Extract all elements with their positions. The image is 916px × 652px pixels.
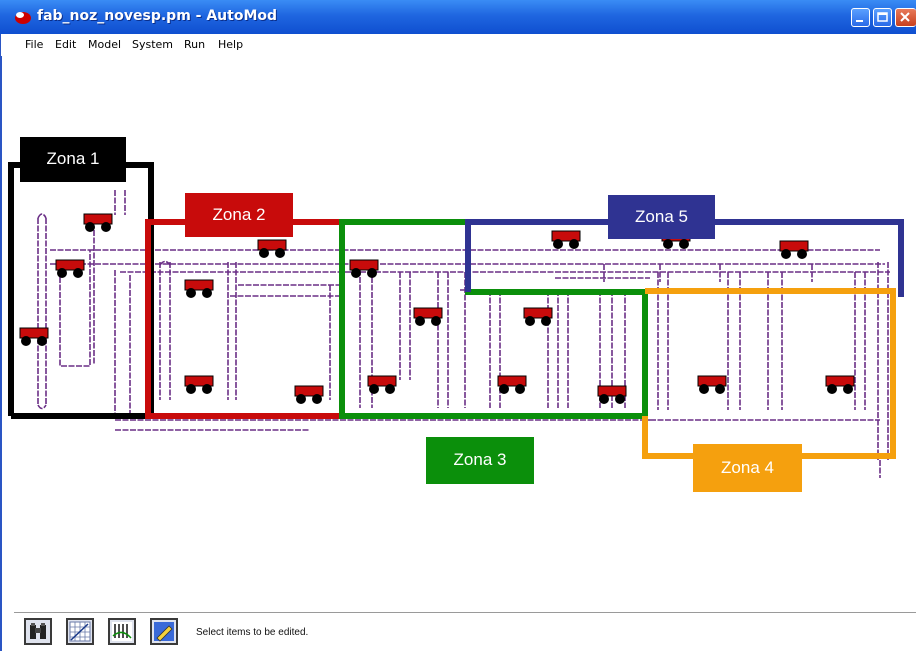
close-icon xyxy=(900,12,910,22)
menu-bar: File Edit Model System Run Help xyxy=(0,34,916,56)
vehicle xyxy=(697,375,727,394)
zone-4-label: Zona 4 xyxy=(721,458,774,477)
zone-1-label: Zona 1 xyxy=(46,149,100,168)
vehicle xyxy=(349,259,379,278)
status-message: Select items to be edited. xyxy=(196,627,309,638)
maximize-icon xyxy=(877,12,888,22)
vehicle xyxy=(294,385,324,404)
vehicle xyxy=(779,240,809,259)
menu-file[interactable]: File xyxy=(25,38,44,51)
edit-button[interactable] xyxy=(150,618,178,645)
zone-2-label-box xyxy=(185,193,293,237)
status-bar: Select items to be edited. xyxy=(14,612,916,652)
grid-button[interactable] xyxy=(66,618,94,645)
menu-system[interactable]: System xyxy=(132,38,174,51)
find-button[interactable] xyxy=(24,618,52,645)
model-canvas[interactable] xyxy=(0,56,916,612)
menu-help[interactable]: Help xyxy=(218,38,244,51)
title-bar[interactable]: fab_noz_novesp.pm - AutoMod xyxy=(0,0,916,34)
vehicle xyxy=(413,307,443,326)
menu-edit[interactable]: Edit xyxy=(55,38,77,51)
vehicle xyxy=(184,279,214,298)
grid-icon xyxy=(69,621,91,642)
vehicle xyxy=(19,327,49,346)
minimize-icon xyxy=(856,20,863,22)
vehicle xyxy=(597,385,627,404)
minimize-button[interactable] xyxy=(851,8,870,27)
edit-icon xyxy=(154,622,174,642)
vehicles xyxy=(19,213,855,404)
vehicle xyxy=(83,213,113,232)
zone-1-label-box xyxy=(20,137,126,182)
vehicle xyxy=(551,230,581,249)
automod-app-icon xyxy=(15,12,31,24)
binoculars-icon xyxy=(30,623,46,639)
close-button[interactable] xyxy=(895,8,916,27)
zone-3-label: Zona 3 xyxy=(453,450,507,469)
maximize-button[interactable] xyxy=(873,8,892,27)
zone-1-boundary xyxy=(8,162,154,419)
window-left-border xyxy=(0,34,2,651)
zone-4-boundary xyxy=(642,288,896,459)
zone-5-label-box xyxy=(608,195,715,239)
vehicle xyxy=(523,307,553,326)
vehicle xyxy=(55,259,85,278)
vehicle xyxy=(367,375,397,394)
vehicle xyxy=(825,375,855,394)
graph-icon xyxy=(112,622,132,641)
zone-4-label-box xyxy=(693,444,802,492)
menu-model[interactable]: Model xyxy=(88,38,122,51)
menu-run[interactable]: Run xyxy=(184,38,206,51)
vehicle xyxy=(497,375,527,394)
guide-path-network xyxy=(37,190,890,478)
zone-2-label: Zona 2 xyxy=(212,205,266,224)
vehicle xyxy=(257,239,287,258)
window-title: fab_noz_novesp.pm - AutoMod xyxy=(37,8,278,24)
graph-button[interactable] xyxy=(108,618,136,645)
zone-3-label-box xyxy=(426,437,534,484)
vehicle xyxy=(184,375,214,394)
zone-5-label: Zona 5 xyxy=(635,207,688,226)
